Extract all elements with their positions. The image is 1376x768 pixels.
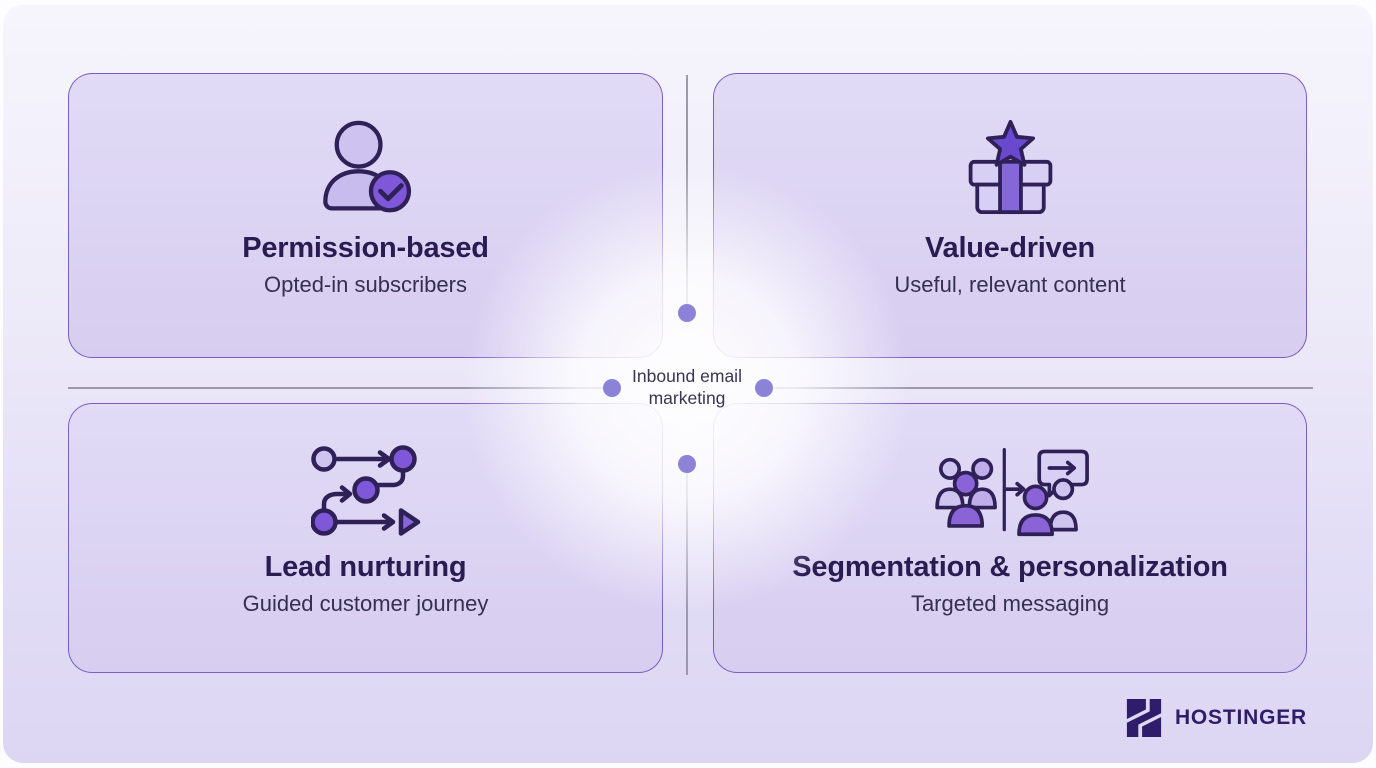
card-subtitle: Guided customer journey: [242, 591, 489, 617]
connector-dot-bottom: [678, 455, 696, 473]
person-check-icon: [323, 120, 412, 213]
card-lead-nurturing: Lead nurturing Guided customer journey: [68, 403, 663, 673]
card-segmentation-personalization: Segmentation & personalization Targeted …: [713, 403, 1307, 673]
card-title: Lead nurturing: [264, 551, 467, 583]
gift-star-icon: [968, 120, 1052, 215]
card-subtitle: Useful, relevant content: [894, 272, 1126, 298]
card-subtitle: Targeted messaging: [910, 591, 1110, 617]
hostinger-h-logo-icon: [1126, 699, 1162, 737]
people-segments-icon: [935, 447, 1090, 537]
connector-dot-top: [678, 304, 696, 322]
card-subtitle: Opted-in subscribers: [264, 272, 467, 298]
card-title: Value-driven: [924, 232, 1096, 264]
connector-dot-left: [603, 379, 621, 397]
brand-wordmark: HOSTINGER: [1174, 706, 1307, 729]
card-permission-based: Permission-based Opted-in subscribers: [68, 73, 663, 358]
divider-vertical-bottom: [686, 468, 688, 675]
divider-vertical-top: [686, 75, 688, 305]
card-title: Segmentation & personalization: [792, 551, 1228, 583]
card-title: Permission-based: [242, 232, 489, 264]
divider-horizontal-left: [68, 387, 607, 389]
center-label: Inbound email marketing: [632, 366, 742, 409]
brand-logo: HOSTINGER: [1125, 697, 1307, 739]
card-value-driven: Value-driven Useful, relevant content: [713, 73, 1307, 358]
journey-flow-icon: [310, 445, 420, 536]
infographic-canvas: Permission-based Opted-in subscribers Va…: [3, 5, 1373, 763]
connector-dot-right: [755, 379, 773, 397]
divider-horizontal-right: [774, 387, 1313, 389]
